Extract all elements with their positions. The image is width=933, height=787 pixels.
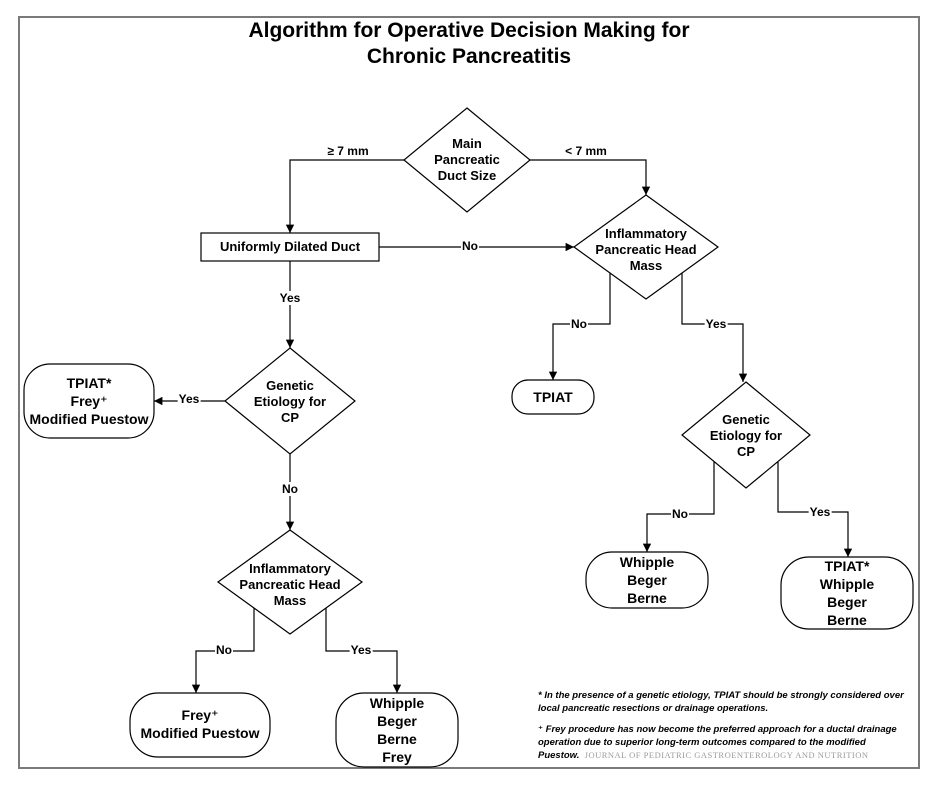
label-mass-left: Inflammatory Pancreatic Head Mass bbox=[239, 561, 341, 608]
footnote-2: ⁺ Frey procedure has now become the pref… bbox=[538, 724, 897, 761]
terminal-tpiat-whipple-beger-berne bbox=[780, 556, 914, 630]
label-tpiat-right: TPIAT bbox=[533, 389, 573, 405]
label-genetic-left: Genetic Etiology for CP bbox=[253, 378, 327, 425]
terminal-frey-puestow bbox=[129, 692, 271, 758]
edge-label-lt7: < 7 mm bbox=[564, 144, 608, 158]
edge-label-genetic-left-no: No bbox=[281, 482, 299, 496]
edge-label-genetic-right-yes: Yes bbox=[808, 505, 832, 519]
label-duct-size: Main Pancreatic Duct Size bbox=[434, 136, 500, 183]
edge-label-ge7: ≥ 7 mm bbox=[326, 144, 370, 158]
label-mass-right: Inflammatory Pancreatic Head Mass bbox=[595, 226, 697, 273]
footnote-1: * In the presence of a genetic etiology,… bbox=[538, 690, 904, 714]
title-line-1: Algorithm for Operative Decision Making … bbox=[248, 19, 690, 42]
edge-label-genetic-left-yes: Yes bbox=[177, 392, 201, 406]
journal-credit: JOURNAL OF PEDIATRIC GASTROENTEROLOGY AN… bbox=[584, 750, 869, 760]
label-tpiat-whipple-beger-berne: TPIAT* Whipple Beger Berne bbox=[819, 558, 875, 628]
label-uniform-duct: Uniformly Dilated Duct bbox=[219, 239, 361, 254]
diagram-title: Algorithm for Operative Decision Making … bbox=[18, 18, 920, 70]
label-whipple-beger-berne-frey: Whipple Beger Berne Frey bbox=[369, 695, 425, 765]
label-genetic-right: Genetic Etiology for CP bbox=[709, 412, 783, 459]
connector-duct-ge7 bbox=[285, 159, 404, 233]
label-whipple-beger-berne: Whipple Beger Berne bbox=[619, 554, 675, 606]
decision-duct-size bbox=[403, 107, 531, 213]
edge-label-mass-right-no: No bbox=[570, 317, 588, 331]
edge-label-uniform-yes: Yes bbox=[278, 291, 302, 305]
decision-genetic-right bbox=[681, 381, 811, 489]
edge-label-mass-left-no: No bbox=[215, 643, 233, 657]
figure-frame bbox=[18, 16, 920, 769]
edge-label-uniform-no: No bbox=[461, 239, 479, 253]
footnotes: * In the presence of a genetic etiology,… bbox=[538, 689, 910, 770]
edge-label-mass-left-yes: Yes bbox=[349, 643, 373, 657]
label-tpiat-frey-puestow: TPIAT* Frey⁺ Modified Puestow bbox=[29, 375, 149, 427]
label-frey-puestow: Frey⁺ Modified Puestow bbox=[140, 707, 260, 741]
edge-label-mass-right-yes: Yes bbox=[704, 317, 728, 331]
connector-duct-lt7 bbox=[530, 159, 651, 195]
title-line-2: Chronic Pancreatitis bbox=[366, 45, 572, 68]
edge-label-genetic-right-no: No bbox=[671, 507, 689, 521]
